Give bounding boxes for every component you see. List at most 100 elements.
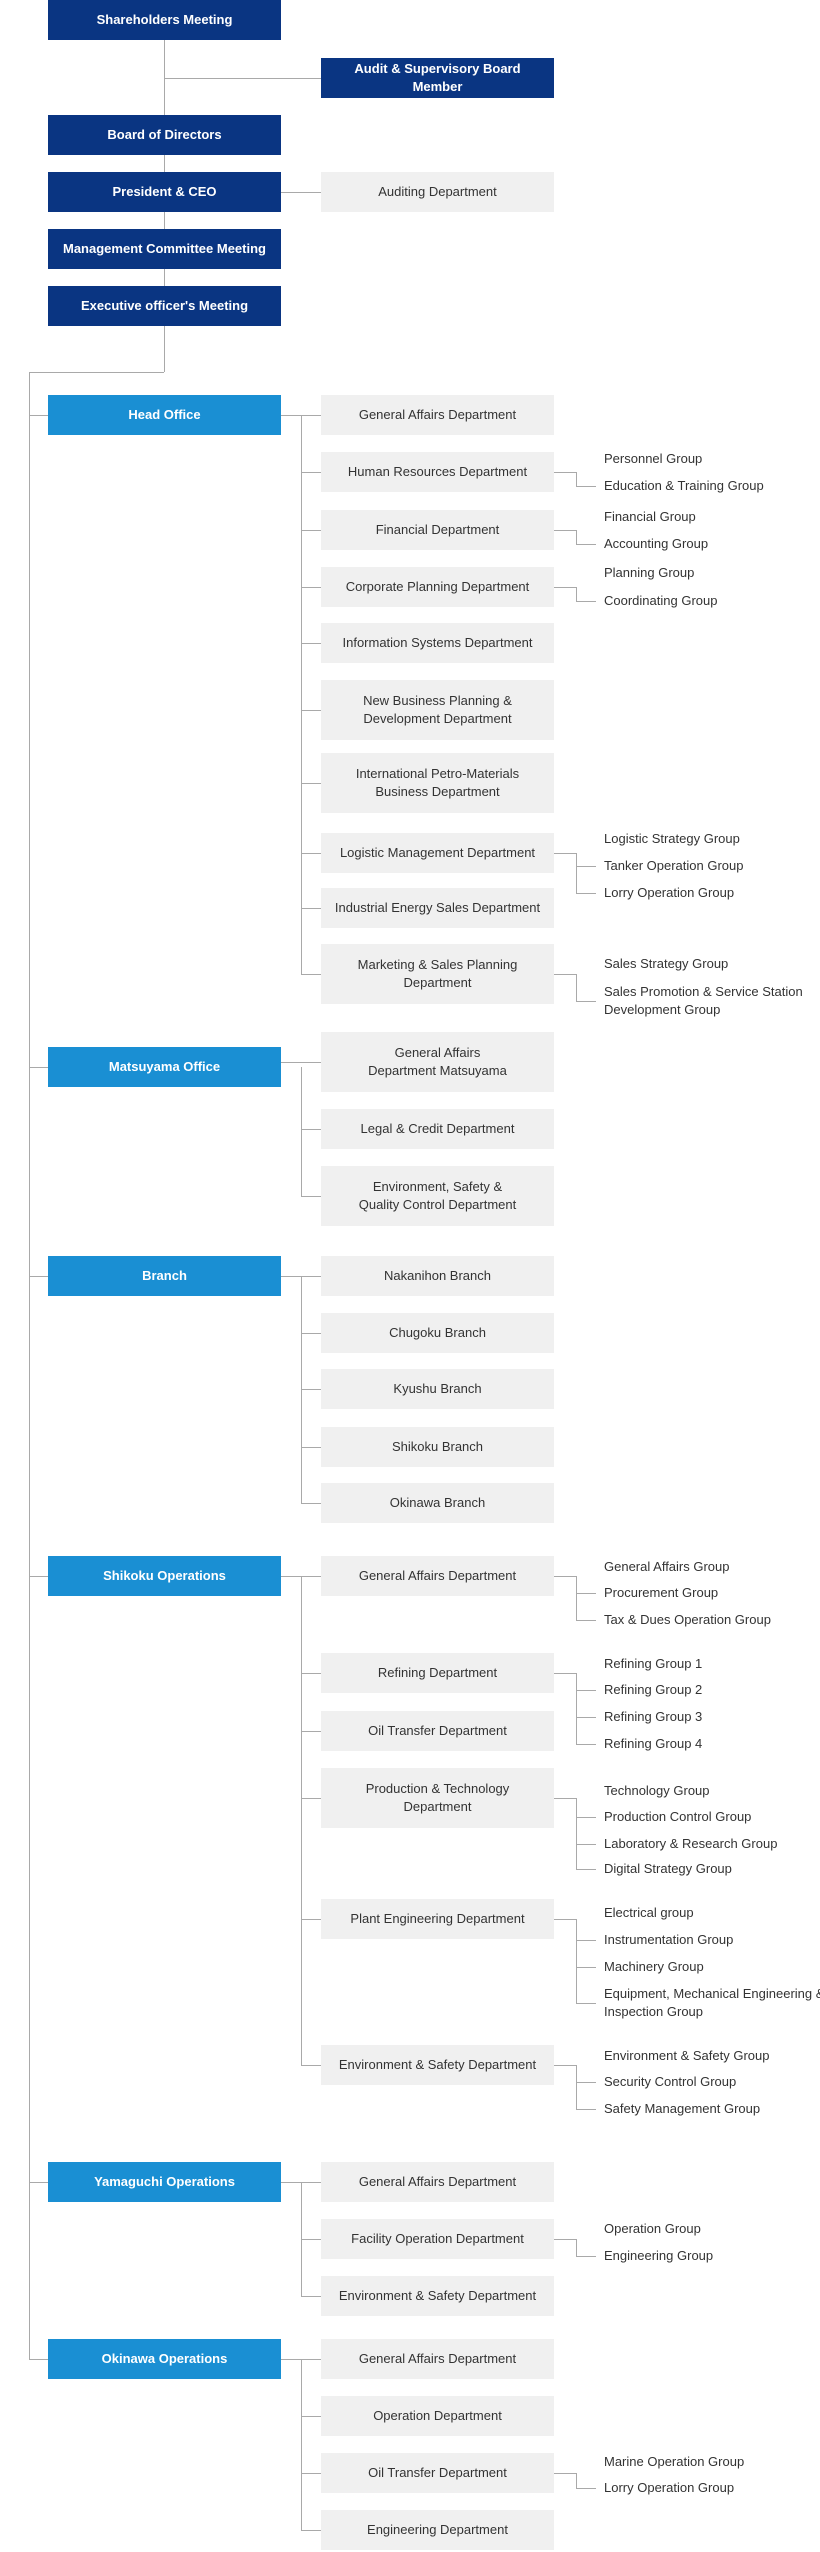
department-general-affairs-department-box-label: General Affairs Department (358, 406, 517, 422)
group-procurement-group: Procurement Group (604, 1585, 719, 1600)
connector-line (301, 472, 321, 473)
department-environment-safety-department-box-label: Environment & Safety Department (338, 2056, 537, 2072)
group-laboratory-research-group: Laboratory & Research Group (604, 1836, 778, 1851)
group-financial-group: Financial Group (604, 509, 696, 524)
department-operation-department-box: Operation Department (321, 2396, 554, 2436)
division-okinawa-operations-box: Okinawa Operations (48, 2339, 281, 2379)
department-refining-department-box-label: Refining Department (377, 1664, 498, 1680)
connector-line (301, 2416, 321, 2417)
management-committee-box-label: Management Committee Meeting (63, 240, 266, 256)
department-general-affairs-department-box: General Affairs Department (321, 395, 554, 435)
department-human-resources-department-box: Human Resources Department (321, 452, 554, 492)
connector-line (29, 2359, 48, 2360)
department-environment-safety-department-box: Environment & Safety Department (321, 2045, 554, 2085)
connector-line (301, 587, 321, 588)
connector-line (576, 544, 596, 545)
department-general-affairs-department-box: General Affairs Department (321, 1556, 554, 1596)
department-new-business-planning-development-department-box-label: New Business Planning &Development Depar… (363, 692, 512, 726)
department-facility-operation-department-box: Facility Operation Department (321, 2219, 554, 2259)
connector-line (29, 1067, 48, 1068)
connector-line (554, 2065, 576, 2066)
connector-line (576, 1844, 596, 1845)
group-technology-group: Technology Group (604, 1783, 710, 1798)
department-human-resources-department-box-label: Human Resources Department (347, 463, 528, 479)
department-environment-safety-department-box: Environment & Safety Department (321, 2276, 554, 2316)
group-instrumentation-group: Instrumentation Group (604, 1932, 734, 1947)
connector-line (576, 1919, 577, 2004)
connector-line (301, 1196, 321, 1197)
connector-line (301, 2239, 321, 2240)
connector-line (554, 853, 576, 854)
connector-line (554, 2473, 576, 2474)
department-industrial-energy-sales-department-box: Industrial Energy Sales Department (321, 888, 554, 928)
department-operation-department-box-label: Operation Department (373, 2407, 502, 2423)
connector-line (576, 1717, 596, 1718)
department-new-business-planning-development-department-box: New Business Planning &Development Depar… (321, 680, 554, 740)
connector-line (576, 866, 596, 867)
board-of-directors-box-label: Board of Directors (107, 126, 222, 142)
shareholders-meeting-box: Shareholders Meeting (48, 0, 281, 40)
connector-line (301, 1276, 302, 1504)
connector-line (301, 2065, 321, 2066)
connector-line (164, 269, 165, 286)
department-plant-engineering-department-box: Plant Engineering Department (321, 1899, 554, 1939)
connector-line (301, 974, 321, 975)
connector-line (281, 192, 321, 193)
department-industrial-energy-sales-department-box-label: Industrial Energy Sales Department (334, 899, 541, 915)
connector-line (576, 974, 577, 1002)
connector-line (301, 710, 321, 711)
department-general-affairs-department-box: General Affairs Department (321, 2162, 554, 2202)
group-logistic-strategy-group: Logistic Strategy Group (604, 831, 740, 846)
connector-line (576, 472, 577, 487)
president-ceo-box: President & CEO (48, 172, 281, 212)
department-information-systems-department-box: Information Systems Department (321, 623, 554, 663)
connector-line (301, 2182, 302, 2297)
group-marine-operation-group: Marine Operation Group (604, 2454, 745, 2469)
group-lorry-operation-group: Lorry Operation Group (604, 2480, 735, 2495)
department-general-affairs-department-box-label: General Affairs Department (358, 1567, 517, 1583)
division-matsuyama-office-box-label: Matsuyama Office (108, 1058, 221, 1074)
department-shikoku-branch-box: Shikoku Branch (321, 1427, 554, 1467)
connector-line (576, 2488, 596, 2489)
connector-line (29, 372, 164, 373)
department-financial-department-box-label: Financial Department (375, 521, 500, 537)
division-head-office-box-label: Head Office (128, 406, 201, 422)
connector-line (576, 2239, 577, 2257)
connector-line (554, 974, 576, 975)
group-personnel-group: Personnel Group (604, 451, 703, 466)
department-general-affairs-department-box-label: General Affairs Department (358, 2350, 517, 2366)
department-plant-engineering-department-box-label: Plant Engineering Department (350, 1910, 525, 1926)
group-machinery-group: Machinery Group (604, 1959, 704, 1974)
connector-line (576, 2473, 577, 2489)
department-environment-safety-quality-control-department-box-label: Environment, Safety &Quality Control Dep… (358, 1178, 517, 1212)
connector-line (576, 1967, 596, 1968)
division-shikoku-operations-box-label: Shikoku Operations (103, 1567, 226, 1583)
connector-line (164, 78, 321, 79)
department-corporate-planning-department-box: Corporate Planning Department (321, 567, 554, 607)
connector-line (301, 1731, 321, 1732)
department-information-systems-department-box-label: Information Systems Department (342, 634, 533, 650)
connector-line (576, 2109, 596, 2110)
connector-line (301, 1333, 321, 1334)
division-shikoku-operations-box: Shikoku Operations (48, 1556, 281, 1596)
connector-line (576, 587, 577, 602)
group-security-control-group: Security Control Group (604, 2074, 737, 2089)
department-kyushu-branch-box-label: Kyushu Branch (393, 1380, 482, 1396)
division-matsuyama-office-box: Matsuyama Office (48, 1047, 281, 1087)
connector-line (576, 1576, 577, 1621)
division-head-office-box: Head Office (48, 395, 281, 435)
connector-line (576, 601, 596, 602)
group-equipment-mechanical-engineering-inspection-group: Equipment, Mechanical Engineering &Inspe… (604, 1986, 820, 2020)
connector-line (301, 643, 321, 644)
department-kyushu-branch-box: Kyushu Branch (321, 1369, 554, 1409)
division-branch-box: Branch (48, 1256, 281, 1296)
connector-line (576, 1001, 596, 1002)
division-yamaguchi-operations-box-label: Yamaguchi Operations (94, 2173, 235, 2189)
auditing-department-box: Auditing Department (321, 172, 554, 212)
